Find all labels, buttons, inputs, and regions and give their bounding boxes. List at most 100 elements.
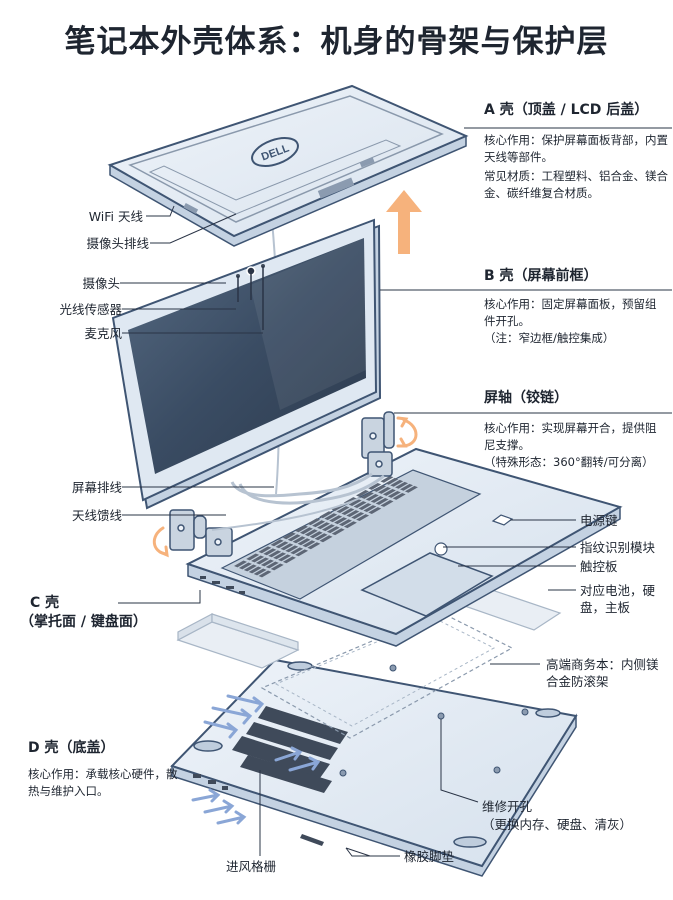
c-shell-ports (200, 576, 245, 594)
keyboard-key (280, 543, 294, 551)
d-shell-role: 核心作用：承载核心硬件，散热与维护入口。 (28, 767, 178, 798)
dell-logo-ring (251, 137, 299, 167)
keyboard-key (356, 490, 369, 497)
antenna-module (317, 177, 355, 199)
keyboard-key (334, 517, 348, 525)
keyboard-key (339, 519, 352, 527)
label-screen-cable: 屏幕排线 (71, 480, 122, 495)
rubber-foot (193, 661, 561, 848)
label-microphone: 麦克风 (84, 326, 122, 341)
lift-arrow (386, 190, 422, 254)
a-shell-role: 核心作用：保护屏幕面板背部，内置天线等部件。 (484, 133, 668, 164)
keyboard-key (295, 525, 308, 533)
keyboard-key (382, 489, 396, 496)
keyboard-key (365, 494, 379, 501)
keyboard-key (282, 532, 296, 540)
keyboard-key (329, 515, 343, 523)
keyboard-key (341, 508, 355, 515)
keyboard-key (287, 534, 301, 542)
d-shell (170, 658, 578, 877)
rotate-arrow (152, 416, 418, 558)
hinge-note: （特殊形态：360°翻转/可分离） (484, 455, 654, 469)
a-shell-material: 常见材质：工程塑料、铝合金、镁合金、碳纤维复合材质。 (484, 169, 668, 200)
keyboard-key (238, 562, 252, 570)
keyboard-key (356, 514, 370, 521)
screen-panel (128, 238, 366, 474)
keyboard-key (321, 524, 335, 532)
a-shell-inner-frame (128, 95, 444, 223)
label-fingerprint: 指纹识别模块 (580, 540, 656, 555)
keyboard-key (346, 510, 360, 517)
internal-modules (176, 578, 562, 739)
label-wifi-antenna: WiFi 天线 (88, 209, 143, 224)
touchpad (360, 552, 494, 617)
keyboard-key (268, 550, 282, 558)
keyboard-key (324, 513, 338, 521)
power-button (491, 514, 514, 526)
d-shell-heading: D 壳（底盖） (28, 740, 115, 756)
keyboard-key (353, 501, 367, 508)
keyboard-key (270, 563, 284, 571)
keyboard-key (307, 542, 321, 550)
keyboard-key (312, 520, 326, 528)
label-rollcage: 高端商务本：内侧镁合金防滚架 (546, 657, 659, 689)
d-shell-ports (193, 774, 228, 790)
keyboard-key (326, 526, 340, 534)
keyboard-key (390, 479, 404, 487)
airflow-arrows (191, 694, 321, 825)
page-title: 笔记本外壳体系：机身的骨架与保护层 (64, 24, 609, 60)
keyboard-key (378, 487, 391, 494)
b-shell-heading: B 壳（屏幕前框） (484, 268, 598, 284)
keyboard-key (292, 536, 306, 544)
keyboard-key (270, 539, 284, 547)
keyboard-key (243, 564, 257, 572)
hinge-role: 核心作用：实现屏幕开合，提供阻尼支撑。 (484, 421, 657, 452)
keyboard-key (363, 505, 377, 512)
keyboard-key (360, 492, 374, 499)
keyboard-key (319, 535, 333, 543)
keyboard-key (358, 503, 372, 510)
keyboard-key (368, 483, 382, 490)
keyboard-key (375, 498, 389, 505)
keyboard-key (258, 546, 272, 554)
keyboard-key (392, 493, 406, 500)
keyboard-key (299, 527, 313, 535)
b-shell (111, 218, 382, 510)
keyboard-key (380, 500, 394, 507)
keyboard-key (253, 568, 267, 576)
label-camera-cable: 摄像头排线 (86, 236, 149, 251)
a-shell-heading: A 壳（顶盖 / LCD 后盖） (484, 102, 649, 118)
a-shell-top (107, 84, 469, 238)
keyboard-key (275, 541, 289, 549)
keyboard-key (400, 483, 413, 491)
keyboard-key (251, 555, 265, 563)
keyboard-key (336, 506, 350, 513)
hinge-left (169, 509, 233, 557)
keyboard-key (282, 556, 296, 564)
keyboard-key (248, 566, 262, 574)
camera-wiring (237, 266, 264, 330)
hinge-right (361, 411, 395, 477)
label-rubber-feet: 橡胶脚垫 (404, 849, 455, 864)
keyboard-key (314, 533, 328, 541)
label-camera: 摄像头 (82, 276, 120, 291)
keyboard-key (297, 538, 311, 546)
keyboard-key (260, 559, 274, 567)
label-touchpad: 触控板 (580, 559, 618, 574)
c-shell-heading: C 壳 (30, 595, 60, 611)
keyboard-key (309, 531, 323, 539)
hinge-heading: 屏轴（铰链） (484, 390, 568, 406)
keyboard-key (302, 540, 316, 548)
a-shell: DELL (107, 84, 469, 247)
label-antenna-feed: 天线馈线 (71, 508, 122, 523)
keyboard-key (246, 553, 260, 561)
c-shell (185, 447, 623, 647)
keyboard-key (256, 557, 269, 565)
b-shell-role: 核心作用：固定屏幕面板，预留组件开孔。 (484, 297, 657, 328)
keyboard-key (404, 485, 418, 493)
keyboard-key (285, 545, 299, 553)
screen-glare (250, 238, 366, 410)
leader-lines (118, 127, 672, 857)
keyboard-key (343, 521, 357, 529)
